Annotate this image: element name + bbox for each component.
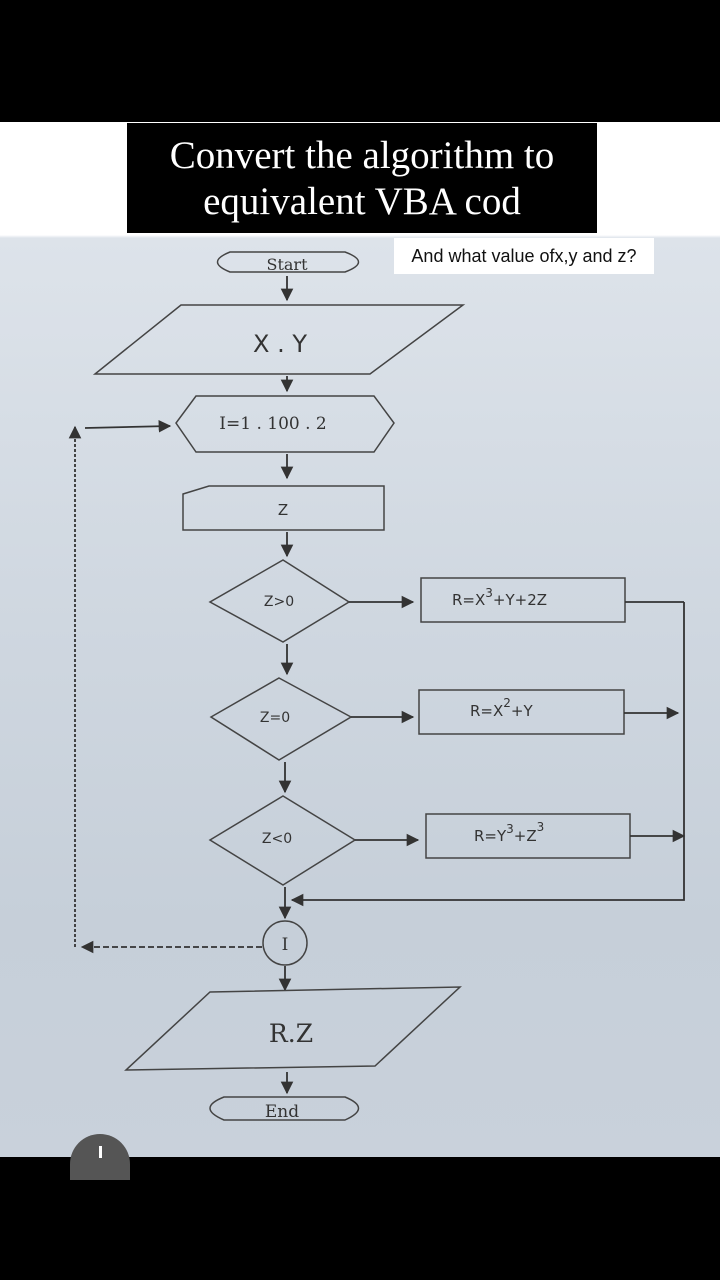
output-label: R.Z: [269, 1019, 313, 1048]
start-terminal: [216, 251, 360, 273]
process-3-label: R=Y3+Z3: [474, 820, 544, 845]
loop-label: I=1 . 100 . 2: [219, 414, 326, 434]
process-2-rest: +Y: [511, 702, 534, 720]
merge-line: [290, 602, 685, 907]
output-parallelogram: [124, 986, 462, 1071]
title-line-2: equivalent VBA cod: [203, 180, 521, 223]
question-caption: And what value ofx,y and z?: [394, 238, 654, 274]
add-icon[interactable]: [70, 1134, 130, 1180]
start-label: Start: [266, 255, 308, 274]
process-3-sup: 3: [506, 822, 514, 836]
top-black-bar: [0, 0, 720, 122]
connector-label: I: [282, 935, 289, 955]
decision-1: [208, 559, 351, 643]
decision-2: [209, 677, 353, 761]
process-3-mid: +Z: [514, 827, 537, 845]
process-1-base: R=X: [452, 591, 485, 609]
input-parallelogram: [92, 304, 466, 375]
loop-back-to-hexagon: [84, 419, 172, 433]
process-1-label: R=X3+Y+2Z: [452, 586, 547, 609]
end-terminal: [209, 1096, 360, 1121]
input-label: X . Y: [253, 330, 307, 358]
end-label: End: [265, 1102, 299, 1122]
process-2-sup: 2: [503, 696, 511, 710]
decision-3: [208, 795, 357, 886]
process-3-base: R=Y: [474, 827, 507, 845]
read-z-box: [182, 485, 385, 531]
connector-circle: [262, 920, 308, 966]
process-2-label: R=X2+Y: [470, 696, 533, 720]
title-line-1: Convert the algorithm to: [169, 134, 555, 177]
decision-3-label: Z<0: [262, 831, 292, 847]
process-1-sup: 3: [485, 586, 493, 600]
photo-background: [0, 122, 720, 1157]
read-z-label: Z: [278, 501, 288, 519]
loop-hexagon: [175, 395, 395, 453]
process-2-base: R=X: [470, 702, 503, 720]
process-2: [418, 689, 625, 735]
process-3-sup2: 3: [537, 820, 545, 834]
decision-2-label: Z=0: [260, 710, 290, 726]
title-banner: Convert the algorithm to equivalent VBA …: [127, 123, 597, 233]
decision-1-label: Z>0: [264, 594, 294, 610]
process-1: [420, 577, 626, 623]
process-1-rest: +Y+2Z: [493, 591, 547, 609]
